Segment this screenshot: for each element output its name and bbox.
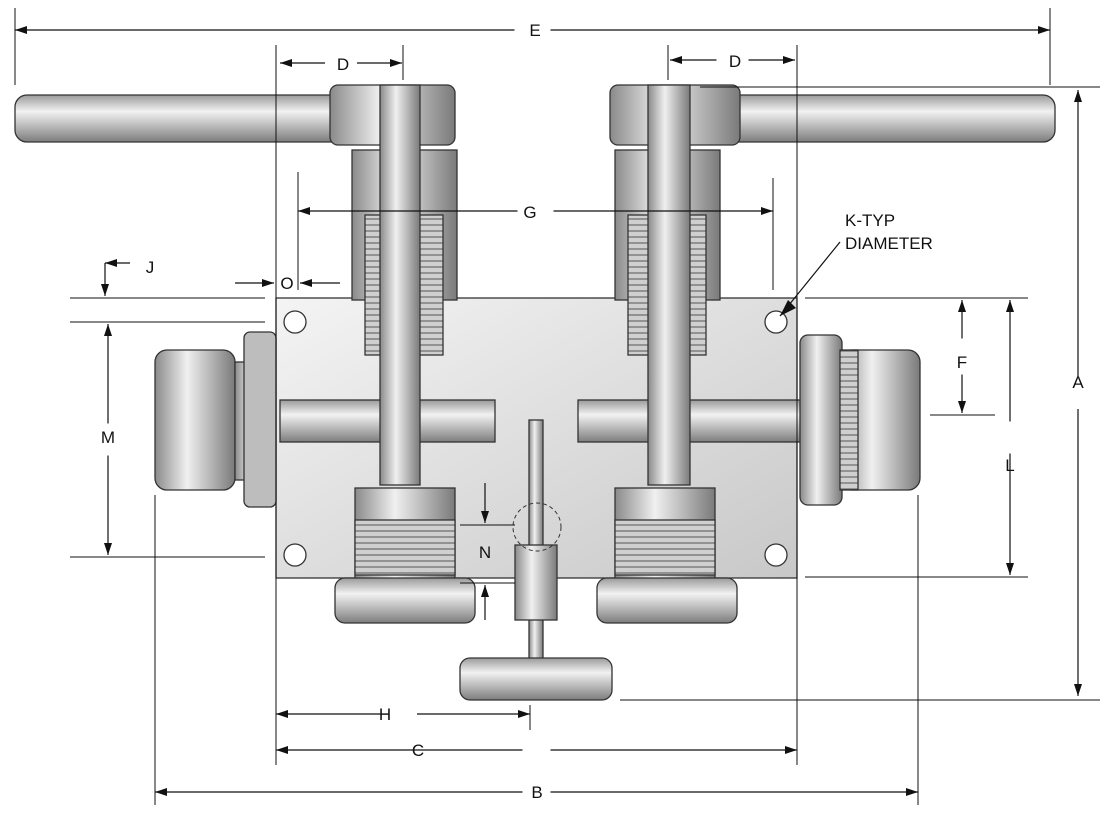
left-stem (379, 84, 421, 486)
right-bottom-threads (614, 519, 716, 576)
dim-label-o: O (280, 274, 293, 293)
right-handle (714, 94, 1056, 143)
left-bottom-threads (354, 519, 456, 576)
dim-label-d-left: D (337, 55, 349, 74)
arrowhead (101, 284, 109, 296)
dim-label-h: H (379, 705, 391, 724)
right-fitting-body (799, 334, 843, 506)
center-valve-body (514, 544, 558, 621)
arrowhead (958, 300, 966, 312)
dim-label-d-right: D (729, 52, 741, 71)
arrowhead (1006, 300, 1014, 312)
arrowhead (761, 207, 773, 215)
arrowhead (1006, 563, 1014, 575)
dim-label-b: B (531, 783, 542, 802)
dim-label-l: L (1005, 456, 1014, 475)
left-fitting-flange (243, 331, 277, 508)
right-stem (647, 84, 691, 486)
arrowhead (300, 279, 312, 287)
arrowhead (276, 746, 288, 754)
detail-circle (512, 502, 562, 552)
arrowhead (518, 710, 530, 718)
arrowhead (785, 746, 797, 754)
arrowhead (15, 26, 27, 34)
dim-label-m: M (101, 428, 115, 447)
arrowhead (262, 279, 274, 287)
dim-label-g: G (523, 203, 536, 222)
arrowhead (670, 56, 682, 64)
center-t-handle (459, 657, 613, 701)
mounting-hole (283, 543, 307, 567)
arrowhead (1074, 90, 1082, 102)
arrowhead (104, 324, 112, 336)
dim-label-n: N (479, 543, 491, 562)
dim-label-j: J (146, 258, 155, 277)
dim-label-a: A (1072, 373, 1084, 392)
arrowhead (276, 710, 288, 718)
arrowhead (1038, 26, 1050, 34)
left-handle (14, 94, 346, 143)
arrowhead (906, 788, 918, 796)
mounting-hole (764, 543, 788, 567)
left-bottom-cap (334, 577, 476, 624)
extension-lines (14, 8, 1100, 805)
arrowhead (958, 401, 966, 413)
arrowhead (780, 300, 796, 316)
arrowhead (1074, 684, 1082, 696)
mounting-hole (283, 310, 307, 334)
right-fitting-threads (839, 349, 859, 491)
dim-label-e: E (529, 21, 540, 40)
dimension-arrows (15, 26, 1082, 796)
left-fitting-nut (154, 349, 236, 491)
arrowhead (155, 788, 167, 796)
right-bottom-cap (596, 577, 738, 624)
arrowhead (783, 56, 795, 64)
arrowhead (280, 59, 292, 67)
dim-label-f: F (957, 353, 967, 372)
arrowhead (298, 207, 310, 215)
mounting-hole (764, 310, 788, 334)
arrowhead (105, 259, 117, 267)
arrowhead (481, 585, 489, 597)
dim-label-c: C (412, 741, 424, 760)
arrowhead (481, 511, 489, 523)
arrowhead (390, 59, 402, 67)
arrowhead (104, 543, 112, 555)
callout-k-line2: DIAMETER (845, 234, 933, 253)
callout-k-line1: K-TYP (845, 211, 895, 230)
